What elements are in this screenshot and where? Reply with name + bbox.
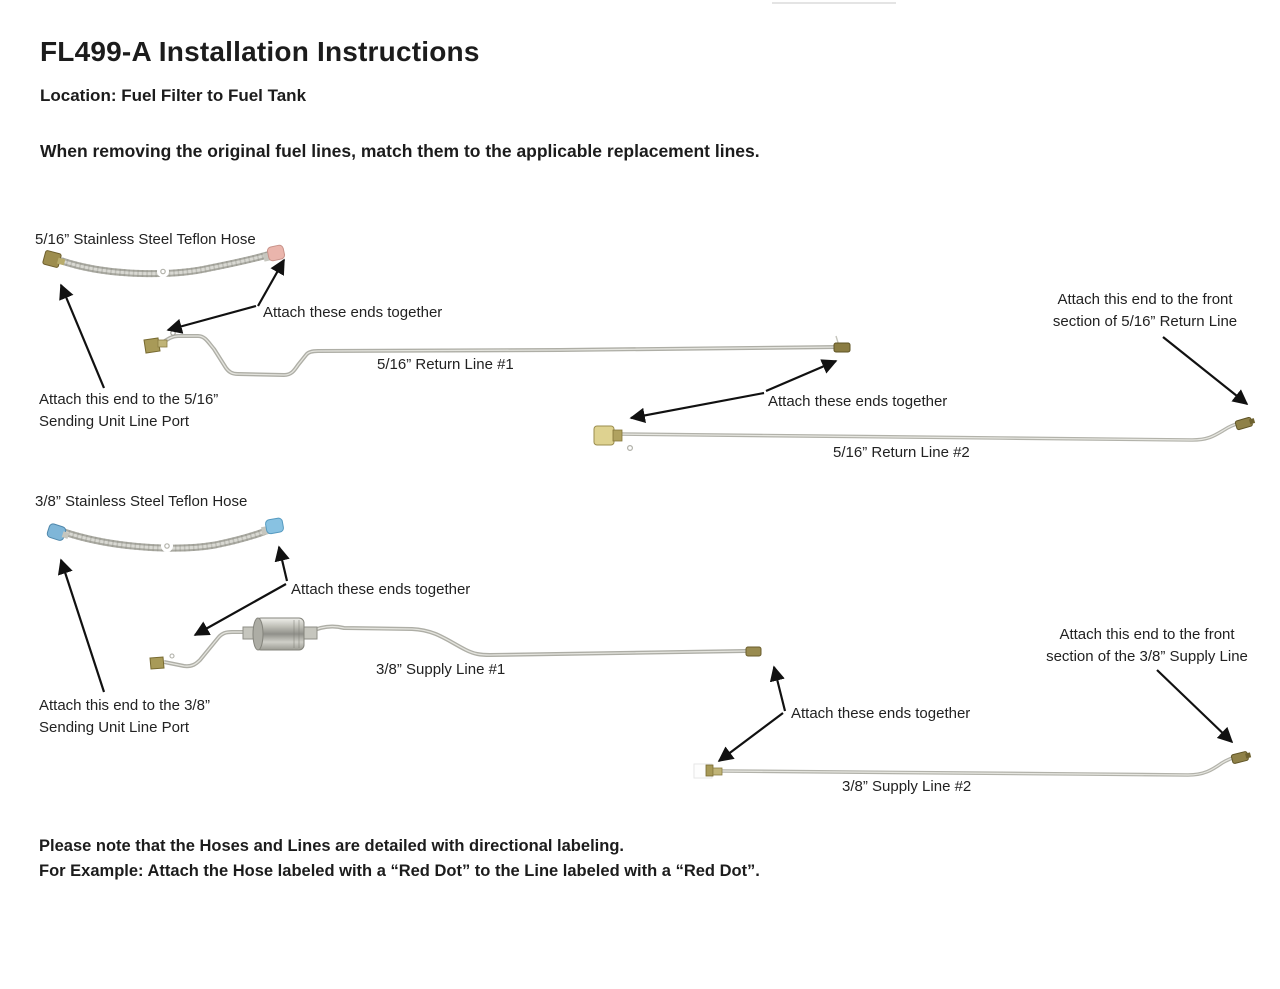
attach-ends-note-hose-516: Attach these ends together	[263, 304, 443, 321]
attach-ends-note-hose-38: Attach these ends together	[291, 581, 471, 598]
hose-516-label: 5/16” Stainless Steel Teflon Hose	[35, 231, 256, 248]
hose-38-graphic	[46, 517, 284, 552]
hose-38-left-fitting-blue	[46, 523, 70, 541]
arrow-to-return-line-1-rear	[765, 359, 838, 393]
sending-unit-note-516-line1: Attach this end to the 5/16”	[39, 391, 219, 408]
page-title: FL499-A Installation Instructions	[40, 36, 480, 67]
return-line-2-left-fitting	[593, 425, 615, 446]
front-section-note-38-line2: section of the 3/8” Supply Line	[1046, 648, 1248, 665]
supply-line-1-right-fitting	[745, 646, 762, 657]
arrow-to-supply-line-2-front	[717, 712, 784, 762]
front-section-note-516-line1: Attach this end to the front	[1057, 291, 1233, 308]
return-line-2-right-fitting	[1234, 416, 1256, 431]
front-section-note-516: Attach this end to the front section of …	[1038, 289, 1252, 333]
supply-line-1-left-fitting	[149, 656, 165, 670]
annotation-arrows	[57, 258, 1249, 762]
front-section-note-516-line2: section of 5/16” Return Line	[1052, 313, 1238, 330]
return-line-1-left-fitting	[143, 337, 161, 354]
sending-unit-note-516-line2: Sending Unit Line Port	[39, 413, 190, 430]
location-subtitle: Location: Fuel Filter to Fuel Tank	[40, 86, 307, 105]
arrow-to-supply-line-2-rear	[1156, 669, 1234, 744]
supply-line-2-left-fitting	[705, 764, 714, 777]
supply-line-2-label: 3/8” Supply Line #2	[842, 778, 972, 795]
sending-unit-note-38-line1: Attach this end to the 3/8”	[39, 697, 210, 714]
arrow-to-hose38-left-end	[57, 558, 106, 693]
sending-unit-note-516: Attach this end to the 5/16” Sending Uni…	[39, 389, 218, 433]
instruction-text: When removing the original fuel lines, m…	[40, 141, 760, 161]
arrow-to-return-line-2-front	[629, 391, 765, 424]
attach-ends-note-lines-516: Attach these ends together	[768, 393, 948, 410]
return-line-1-graphic	[143, 330, 851, 377]
arrow-to-hose38-right-end	[274, 545, 290, 582]
arrow-to-return-line-2-rear	[1162, 336, 1249, 405]
front-section-note-38-line1: Attach this end to the front	[1059, 626, 1235, 643]
hose-516-graphic	[42, 244, 286, 278]
sending-unit-note-38-line2: Sending Unit Line Port	[39, 719, 190, 736]
supply-line-1-graphic	[149, 617, 762, 670]
return-line-1-label: 5/16” Return Line #1	[377, 356, 514, 373]
front-section-note-38: Attach this end to the front section of …	[1034, 624, 1260, 668]
hose-516-left-fitting	[42, 250, 66, 268]
arrow-to-return-line-1-front	[166, 304, 257, 334]
attach-ends-note-lines-38: Attach these ends together	[791, 705, 971, 722]
footer-note-line1: Please note that the Hoses and Lines are…	[39, 837, 624, 855]
fuel-filter-graphic	[242, 617, 318, 651]
arrow-to-hose516-right-end	[257, 258, 285, 307]
supply-line-2-graphic	[693, 751, 1252, 779]
supply-line-2-right-fitting	[1230, 751, 1252, 764]
hose-38-right-fitting-blue	[261, 517, 284, 536]
arrow-to-hose516-left-end	[59, 283, 106, 389]
return-line-2-label: 5/16” Return Line #2	[833, 444, 970, 461]
arrow-to-supply-line-1-rear	[769, 665, 787, 712]
footer-note: Please note that the Hoses and Lines are…	[39, 834, 760, 884]
arrow-to-supply-line-1-front	[193, 583, 287, 636]
footer-note-line2: For Example: Attach the Hose labeled wit…	[39, 862, 760, 880]
return-line-2-graphic	[593, 416, 1256, 452]
hose-516-right-fitting-red	[262, 244, 286, 262]
return-line-1-right-fitting	[833, 342, 851, 353]
sending-unit-note-38: Attach this end to the 3/8” Sending Unit…	[39, 695, 210, 739]
supply-line-1-label: 3/8” Supply Line #1	[376, 661, 506, 678]
hose-38-label: 3/8” Stainless Steel Teflon Hose	[35, 493, 248, 510]
top-border-line	[772, 2, 896, 4]
